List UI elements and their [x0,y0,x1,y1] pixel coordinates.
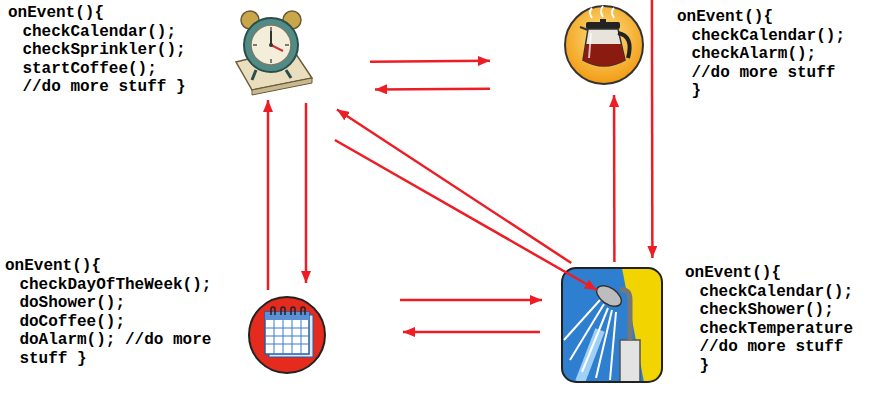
message-arrow [370,60,490,63]
message-arrow [403,331,540,334]
message-arrow [337,110,571,263]
message-arrow [613,95,616,262]
alarm-clock-icon [236,11,312,95]
device-node: onEvent(){ checkCalendar(); checkAlarm()… [565,5,643,85]
code-snippet: onEvent(){ checkCalendar(); checkShower(… [685,264,856,375]
message-arrow [400,299,542,302]
message-arrow [267,100,270,290]
message-arrow [650,0,652,258]
device-node: onEvent(){ checkDayOfTheWeek(); doShower… [247,295,327,375]
calendar-icon [249,297,325,373]
message-arrow [305,103,308,283]
device-node: onEvent(){ checkCalendar(); checkSprinkl… [232,5,312,90]
code-snippet: onEvent(){ checkDayOfTheWeek(); doShower… [5,257,214,368]
message-arrow [335,140,597,290]
sprinkler-icon [562,268,662,382]
device-node: onEvent(){ checkCalendar(); checkShower(… [560,265,665,385]
code-snippet: onEvent(){ checkCalendar(); checkAlarm()… [677,8,848,101]
coffee-pot-icon [565,6,643,84]
code-snippet: onEvent(){ checkCalendar(); checkSprinkl… [8,4,188,97]
message-arrow [375,87,490,90]
